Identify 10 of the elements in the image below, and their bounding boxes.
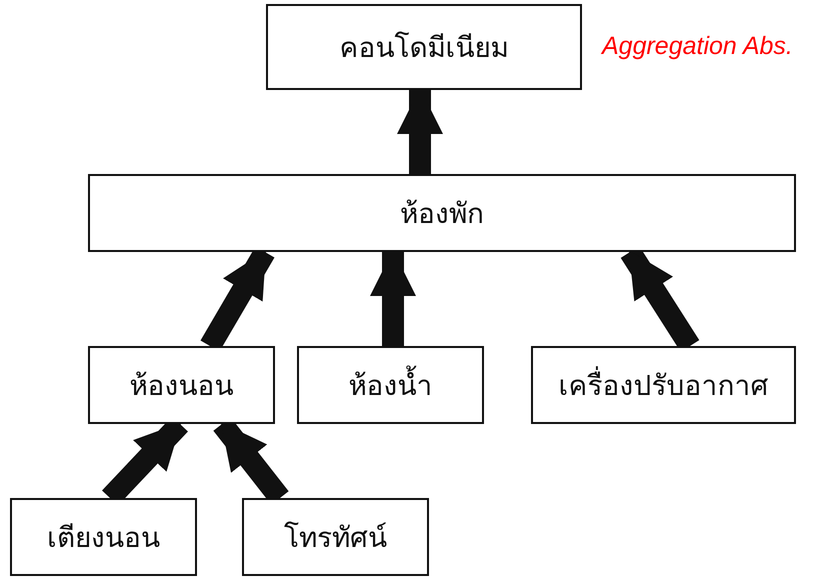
concept-box: เครื่องปรับอากาศ: [531, 346, 796, 424]
concept-box: เตียงนอน: [10, 498, 197, 576]
concept-box: ห้องพัก: [88, 174, 796, 252]
concept-box: โทรทัศน์: [242, 498, 429, 576]
concept-box: คอนโดมีเนียม: [266, 4, 582, 90]
concept-box: ห้องนอน: [88, 346, 275, 424]
arrow: [397, 88, 443, 174]
abstraction-note: Aggregation Abs.: [602, 32, 793, 61]
concept-box: ห้องน้ำ: [297, 346, 484, 424]
arrow: [370, 250, 416, 346]
